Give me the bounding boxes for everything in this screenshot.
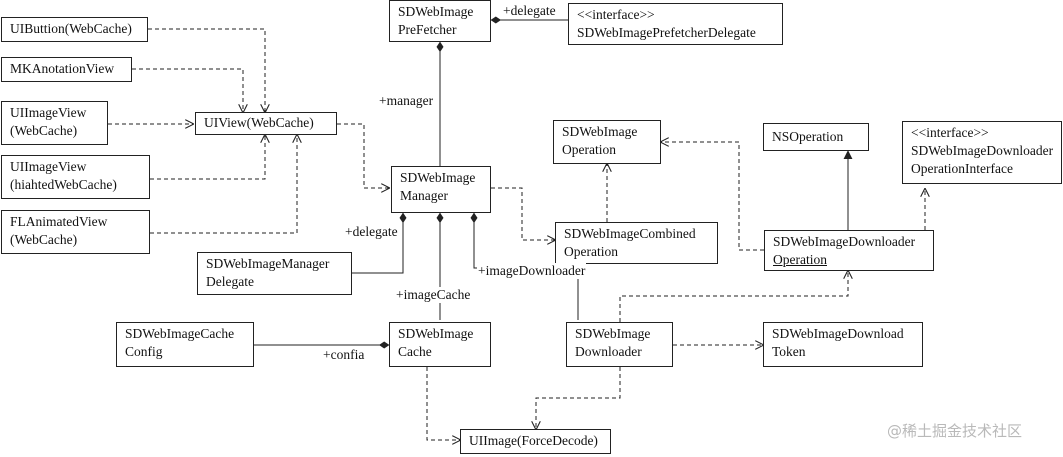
label-manager: +manager bbox=[378, 93, 435, 109]
class-name-line: MKAnotationView bbox=[10, 61, 115, 76]
edge-downloader-downloaderop bbox=[619, 271, 848, 322]
class-name-line: UIView(WebCache) bbox=[204, 115, 314, 130]
class-name-line: <<interface>> bbox=[577, 7, 655, 22]
class-name-line: SDWebImageDownloader bbox=[773, 234, 916, 249]
label-config: +confia bbox=[322, 347, 366, 363]
class-manager: SDWebImage Manager bbox=[391, 166, 491, 213]
class-name-line: Cache bbox=[398, 344, 432, 359]
class-name-line: (WebCache) bbox=[10, 232, 78, 247]
class-name-line: Token bbox=[772, 344, 806, 359]
class-flanimatedview: FLAnimatedView (WebCache) bbox=[1, 210, 150, 254]
class-uiimageview-highlighted: UIImageView (hiahtedWebCache) bbox=[1, 155, 150, 199]
label-image-cache: +imageCache bbox=[395, 287, 472, 303]
class-name-line: UIButtion(WebCache) bbox=[10, 21, 132, 36]
class-prefetcher-delegate: <<interface>> SDWebImagePrefetcherDelega… bbox=[568, 3, 783, 45]
class-name-line: Operation bbox=[564, 244, 618, 259]
edge-uibutton-uiview bbox=[148, 28, 265, 112]
class-name-line: SDWebImage bbox=[562, 124, 638, 139]
edge-mkannotation-uiview bbox=[132, 68, 243, 112]
class-name-line: (hiahtedWebCache) bbox=[10, 177, 117, 192]
edge-manager-combined bbox=[491, 187, 555, 240]
class-name-line: Downloader bbox=[575, 344, 642, 359]
class-downloader: SDWebImage Downloader bbox=[566, 322, 673, 367]
edge-manager-delegate bbox=[352, 212, 407, 274]
class-name-line: Config bbox=[125, 344, 163, 359]
class-name-line: SDWebImage bbox=[400, 170, 476, 185]
class-combined-operation: SDWebImageCombined Operation bbox=[555, 222, 718, 264]
edge-flanimated-uiview bbox=[150, 135, 297, 234]
class-downloader-operation-interface: <<interface>> SDWebImageDownloader Opera… bbox=[902, 121, 1062, 184]
edge-downloader-uiimage bbox=[536, 367, 621, 429]
edge-uiview-manager bbox=[337, 123, 389, 188]
class-cache-config: SDWebImageCache Config bbox=[116, 322, 254, 367]
class-name-line: FLAnimatedView bbox=[10, 214, 108, 229]
class-name-line: SDWebImageDownloader bbox=[911, 143, 1054, 158]
class-mkannotationview: MKAnotationView bbox=[1, 57, 132, 82]
class-name-line: SDWebImagePrefetcherDelegate bbox=[577, 25, 756, 40]
class-uibutton-webcache: UIButtion(WebCache) bbox=[1, 17, 148, 42]
class-name-line: (WebCache) bbox=[10, 123, 78, 138]
class-name-line: SDWebImageCombined bbox=[564, 226, 696, 241]
class-nsoperation: NSOperation bbox=[763, 123, 869, 151]
edge-cache-uiimage bbox=[426, 367, 460, 440]
label-delegate-left: +delegate bbox=[344, 224, 399, 240]
class-name-line: Operation bbox=[562, 142, 616, 157]
class-manager-delegate: SDWebImageManager Delegate bbox=[197, 252, 352, 295]
class-name-line: UIImageView bbox=[10, 159, 87, 174]
class-download-token: SDWebImageDownload Token bbox=[763, 322, 923, 367]
class-name-line: SDWebImage bbox=[398, 326, 474, 341]
class-sdwebimage-operation: SDWebImage Operation bbox=[553, 120, 661, 164]
class-name-line: Delegate bbox=[206, 274, 254, 289]
class-name-line: UIImage(ForceDecode) bbox=[469, 433, 598, 448]
edge-downloaderop-operation bbox=[661, 142, 764, 251]
class-name-line: SDWebImageManager bbox=[206, 256, 330, 271]
class-uiimage-forcedecode: UIImage(ForceDecode) bbox=[460, 429, 611, 454]
class-name-line: <<interface>> bbox=[911, 125, 989, 140]
class-name-line: SDWebImage bbox=[575, 326, 651, 341]
label-delegate-top: +delegate bbox=[502, 3, 557, 19]
class-name-line: Manager bbox=[400, 188, 448, 203]
class-uiimageview-webcache: UIImageView (WebCache) bbox=[1, 101, 108, 145]
class-name-line: SDWebImageDownload bbox=[772, 326, 904, 341]
class-prefetcher: SDWebImage PreFetcher bbox=[389, 0, 491, 42]
class-name-line: UIImageView bbox=[10, 105, 87, 120]
class-cache: SDWebImage Cache bbox=[389, 322, 491, 367]
class-name-line: SDWebImageCache bbox=[125, 326, 235, 341]
label-image-downloader: +imageDownloader bbox=[477, 263, 587, 279]
class-name-line: Operation bbox=[773, 252, 827, 267]
class-name-line: OperationInterface bbox=[911, 161, 1013, 176]
class-name-line: SDWebImage bbox=[398, 4, 474, 19]
class-uiview-webcache: UIView(WebCache) bbox=[195, 112, 337, 135]
watermark: @稀土掘金技术社区 bbox=[887, 422, 1023, 440]
edge-uiimageview-h-uiview bbox=[150, 135, 265, 180]
class-downloader-operation: SDWebImageDownloader Operation bbox=[764, 230, 934, 271]
class-name-line: NSOperation bbox=[772, 129, 844, 144]
class-name-line: PreFetcher bbox=[398, 22, 457, 37]
